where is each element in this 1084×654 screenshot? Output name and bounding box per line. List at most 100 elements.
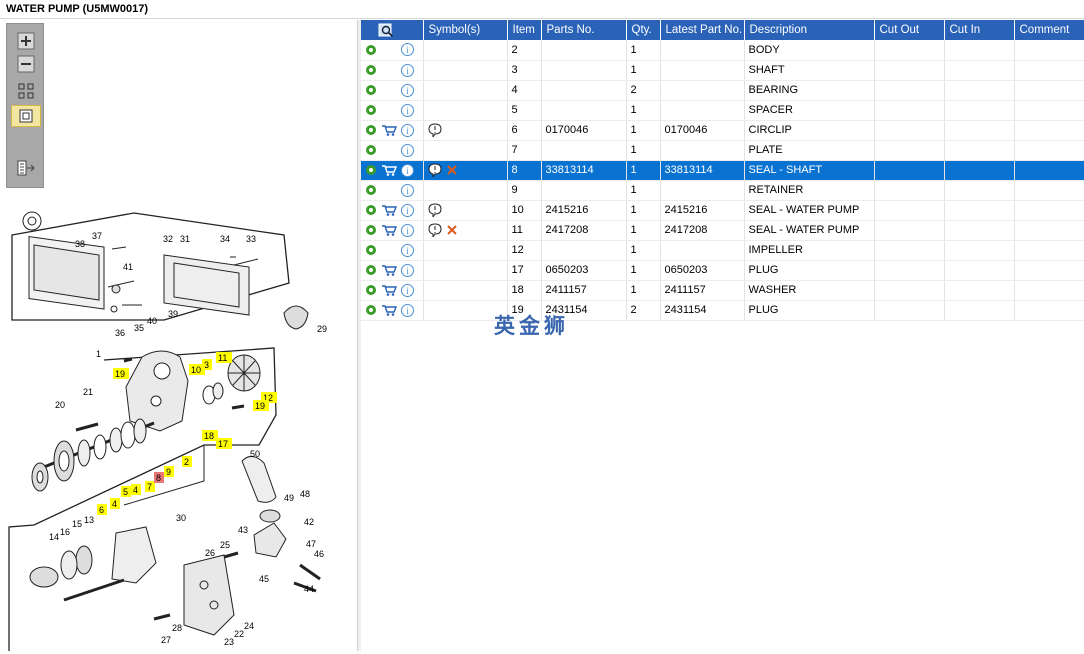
cross-reference-icon[interactable]: [446, 164, 458, 176]
callout-label[interactable]: 18: [204, 431, 214, 441]
actual-size-button[interactable]: [11, 105, 41, 127]
settings-gear-icon[interactable]: [365, 184, 377, 196]
column-cut-in[interactable]: Cut In: [944, 20, 1015, 40]
settings-gear-icon[interactable]: [365, 244, 377, 256]
settings-gear-icon[interactable]: [365, 164, 377, 176]
callout-label[interactable]: 32: [163, 234, 173, 244]
column-actions[interactable]: [361, 20, 424, 40]
callout-label[interactable]: 28: [172, 623, 182, 633]
info-icon[interactable]: i: [401, 103, 414, 117]
column-parts-no[interactable]: Parts No.: [541, 20, 627, 40]
settings-gear-icon[interactable]: [365, 124, 377, 136]
note-balloon-icon[interactable]: [427, 163, 442, 177]
callout-label[interactable]: 10: [191, 365, 201, 375]
info-icon[interactable]: i: [401, 203, 414, 217]
callout-label[interactable]: 30: [176, 513, 186, 523]
callout-label[interactable]: 14: [49, 532, 59, 542]
callout-label[interactable]: 41: [123, 262, 133, 272]
callout-label[interactable]: 37: [92, 231, 102, 241]
info-icon[interactable]: i: [401, 303, 414, 317]
info-icon[interactable]: i: [401, 163, 414, 177]
pane-splitter[interactable]: [358, 20, 361, 651]
callout-label[interactable]: 39: [168, 309, 178, 319]
zoom-out-button[interactable]: [11, 53, 41, 75]
settings-gear-icon[interactable]: [365, 264, 377, 276]
callout-label[interactable]: 8: [156, 473, 161, 483]
callout-label[interactable]: 36: [115, 328, 125, 338]
shopping-cart-icon[interactable]: [381, 264, 397, 276]
callout-label[interactable]: 4: [133, 485, 138, 495]
column-description[interactable]: Description: [744, 20, 875, 40]
callout-label[interactable]: 11: [218, 353, 227, 363]
zoom-in-button[interactable]: [11, 30, 41, 52]
settings-gear-icon[interactable]: [365, 204, 377, 216]
callout-label[interactable]: 16: [60, 527, 70, 537]
callout-label[interactable]: 40: [147, 316, 157, 326]
settings-gear-icon[interactable]: [365, 224, 377, 236]
info-icon[interactable]: i: [401, 243, 414, 257]
callout-label[interactable]: 3: [204, 360, 209, 370]
callout-label[interactable]: 19: [115, 369, 125, 379]
callout-label[interactable]: 15: [72, 519, 82, 529]
callout-label[interactable]: 22: [234, 629, 244, 639]
note-balloon-icon[interactable]: [427, 123, 442, 137]
callout-label[interactable]: 43: [238, 525, 248, 535]
callout-label[interactable]: 6: [99, 505, 104, 515]
note-balloon-icon[interactable]: [427, 223, 442, 237]
settings-gear-icon[interactable]: [365, 104, 377, 116]
info-icon[interactable]: i: [401, 223, 414, 237]
callout-label[interactable]: 5: [123, 487, 128, 497]
column-comment[interactable]: Comment: [1014, 20, 1084, 40]
info-icon[interactable]: i: [401, 63, 414, 77]
callout-label[interactable]: 17: [218, 439, 228, 449]
callout-label[interactable]: 12: [263, 393, 273, 403]
settings-gear-icon[interactable]: [365, 304, 377, 316]
callout-label[interactable]: 47: [306, 539, 316, 549]
column-cut-out[interactable]: Cut Out: [874, 20, 945, 40]
callout-label[interactable]: 33: [246, 234, 256, 244]
settings-gear-icon[interactable]: [365, 284, 377, 296]
callout-label[interactable]: 7: [147, 482, 152, 492]
fit-all-button[interactable]: [11, 80, 41, 102]
callout-label[interactable]: 48: [300, 489, 310, 499]
callout-label[interactable]: 38: [75, 239, 85, 249]
callout-label[interactable]: 13: [84, 515, 94, 525]
shopping-cart-icon[interactable]: [381, 164, 397, 176]
callout-label[interactable]: 45: [259, 574, 269, 584]
shopping-cart-icon[interactable]: [381, 304, 397, 316]
shopping-cart-icon[interactable]: [381, 124, 397, 136]
info-icon[interactable]: i: [401, 123, 414, 137]
callout-label[interactable]: 4: [112, 499, 117, 509]
info-icon[interactable]: i: [401, 43, 414, 57]
callout-label[interactable]: 44: [304, 584, 314, 594]
column-item[interactable]: Item: [507, 20, 542, 40]
column-symbols[interactable]: Symbol(s): [423, 20, 508, 40]
callout-label[interactable]: 35: [134, 323, 144, 333]
callout-label[interactable]: 9: [166, 467, 171, 477]
callout-label[interactable]: 23: [224, 637, 234, 647]
shopping-cart-icon[interactable]: [381, 224, 397, 236]
settings-gear-icon[interactable]: [365, 144, 377, 156]
callout-label[interactable]: 49: [284, 493, 294, 503]
callout-label[interactable]: 27: [161, 635, 171, 645]
callout-label[interactable]: 46: [314, 549, 324, 559]
shopping-cart-icon[interactable]: [381, 204, 397, 216]
callout-label[interactable]: 25: [220, 540, 230, 550]
settings-gear-icon[interactable]: [365, 84, 377, 96]
callout-label[interactable]: 29: [317, 324, 327, 334]
settings-gear-icon[interactable]: [365, 44, 377, 56]
